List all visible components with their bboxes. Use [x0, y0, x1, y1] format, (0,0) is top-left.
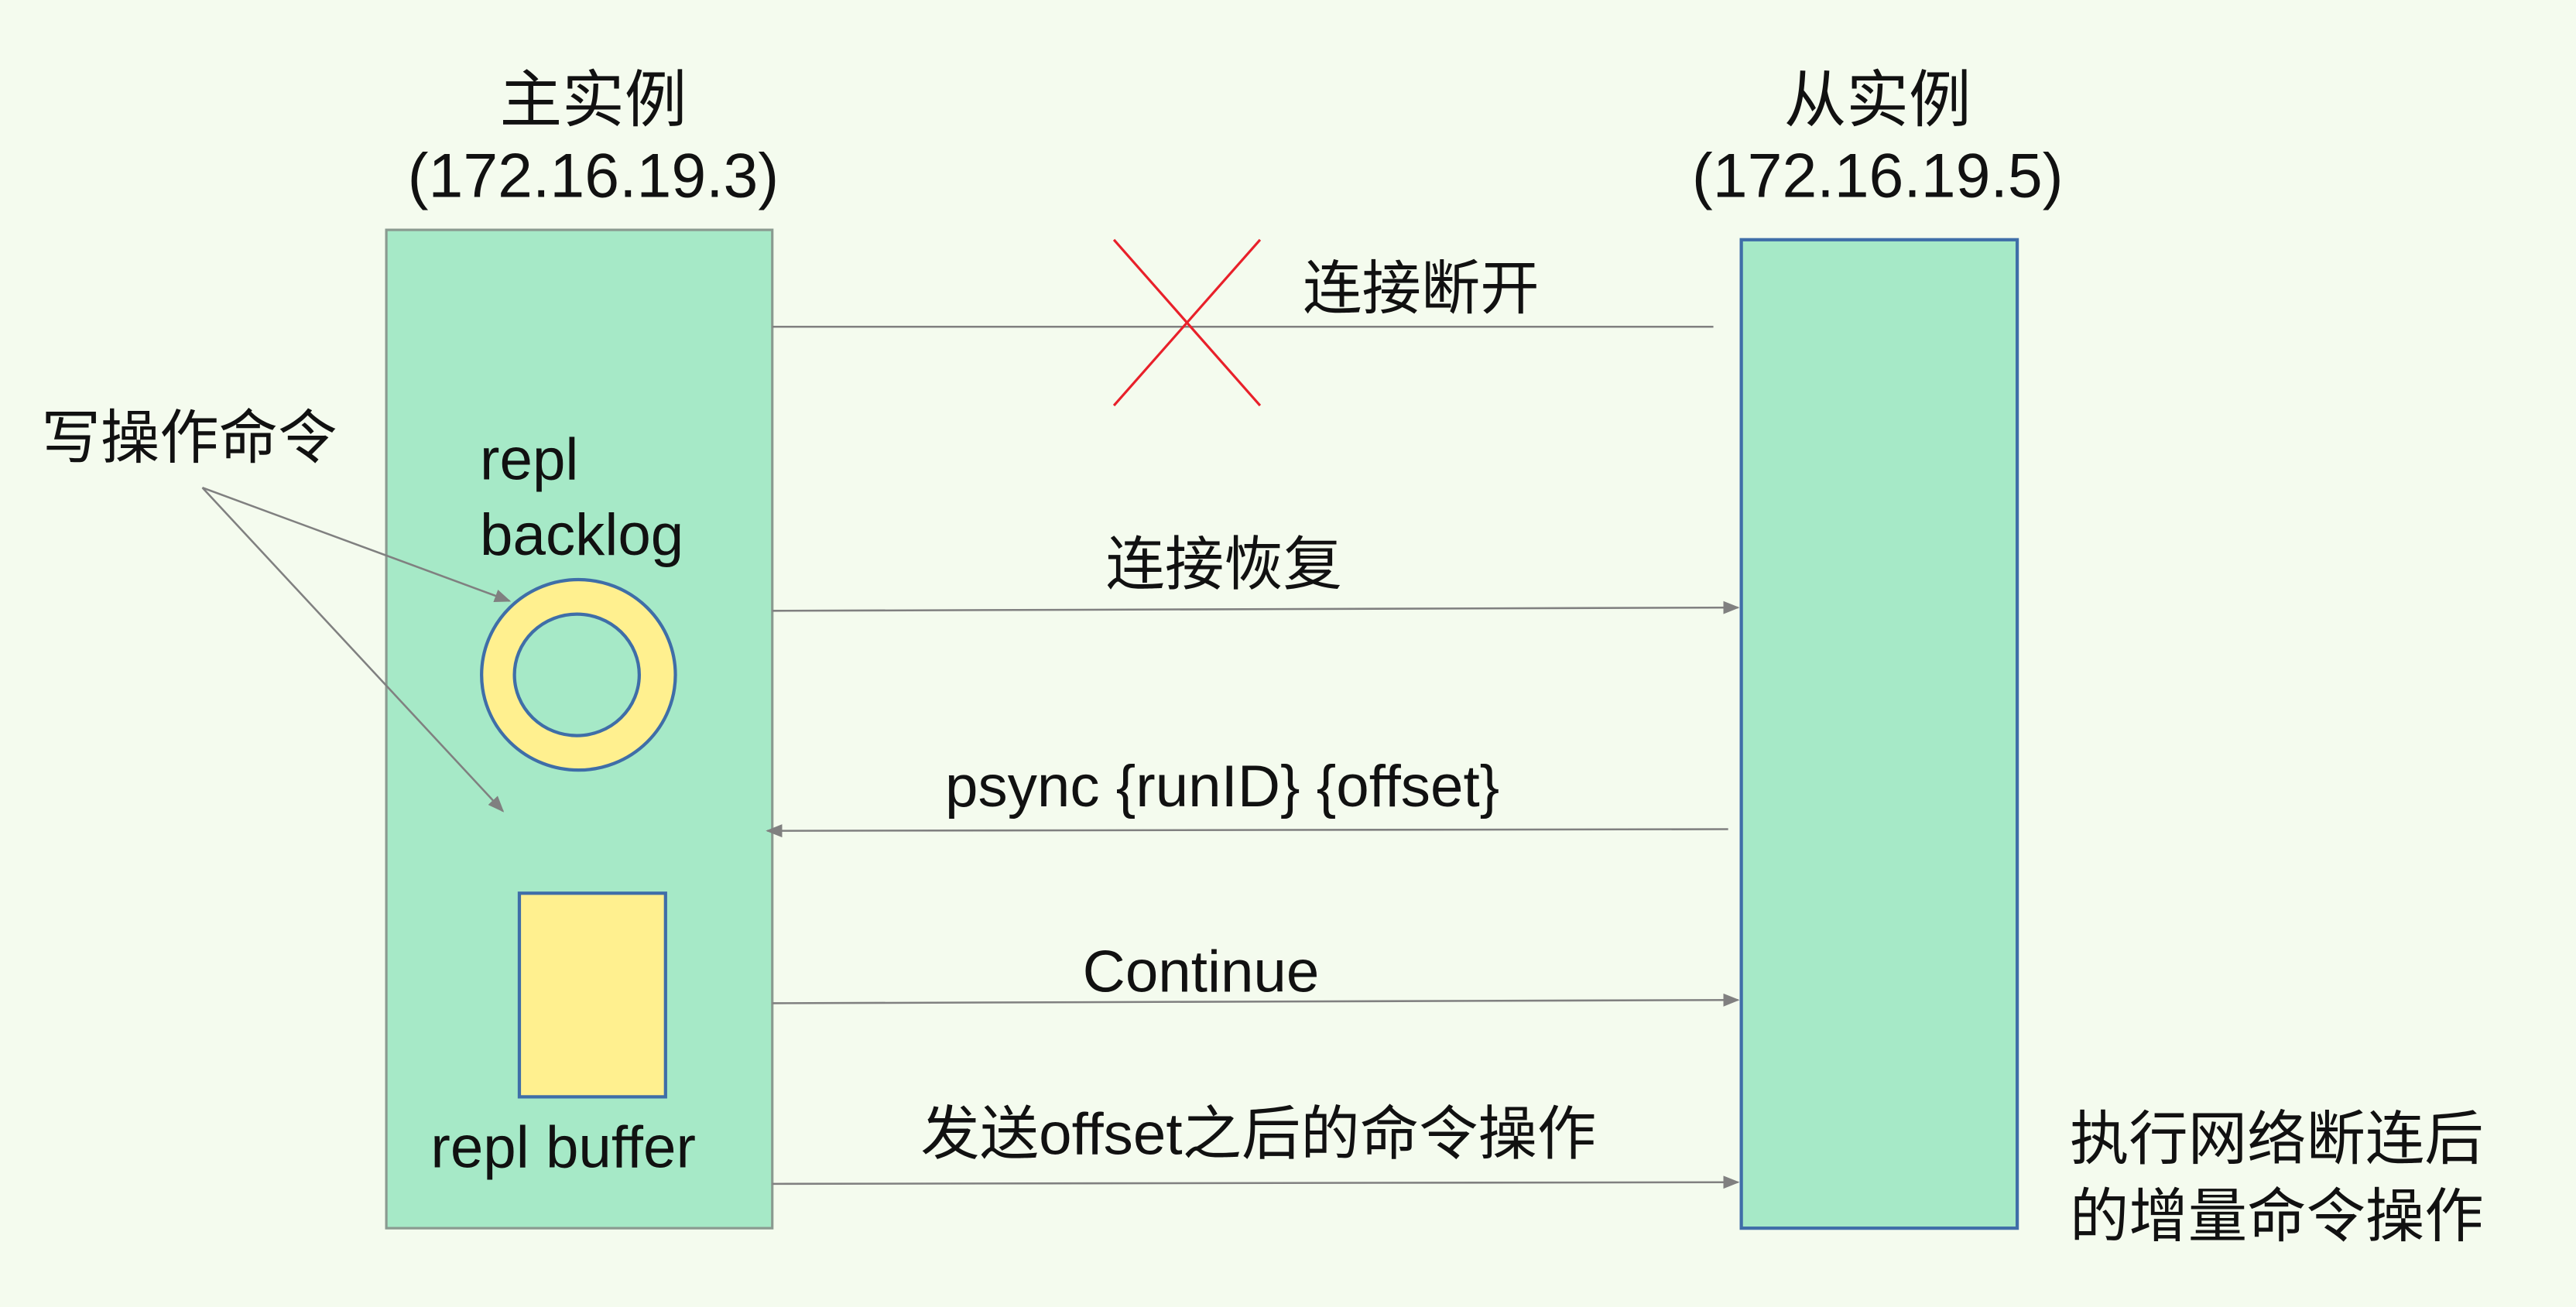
repl-buffer-box [517, 891, 667, 1099]
repl-backlog-label-line2: backlog [480, 502, 683, 568]
slave-note-line1: 执行网络断连后 [2070, 1107, 2484, 1172]
slave-ip: (172.16.19.5) [1692, 142, 2064, 211]
write-arrow-to-backlog [202, 486, 512, 602]
message-label-send-commands: 发送offset之后的命令操作 [920, 1102, 1596, 1168]
message-line-send-commands [772, 1175, 1740, 1189]
message-label-psync: psync {runID} {offset} [945, 754, 1499, 819]
slave-note-line2: 的增量命令操作 [2070, 1184, 2484, 1250]
master-title: 主实例 [500, 66, 687, 135]
message-label-continue: Continue [1083, 939, 1320, 1005]
message-label-disconnect: 连接断开 [1303, 256, 1540, 322]
message-line-continue [772, 993, 1740, 1007]
message-line-reconnect [772, 600, 1740, 614]
message-line-psync [766, 824, 1728, 838]
repl-backlog-ring-inner [512, 612, 641, 737]
slave-instance-box [1739, 238, 2019, 1230]
repl-buffer-label: repl buffer [430, 1115, 696, 1181]
write-arrow-to-buffer [201, 487, 505, 813]
repl-backlog-label-line1: repl [480, 427, 578, 493]
broken-connection-cross-icon [1112, 238, 1262, 407]
write-commands-label: 写操作命令 [42, 405, 337, 471]
slave-title: 从实例 [1784, 66, 1971, 135]
master-ip: (172.16.19.3) [408, 142, 779, 211]
message-label-reconnect: 连接恢复 [1105, 532, 1342, 597]
